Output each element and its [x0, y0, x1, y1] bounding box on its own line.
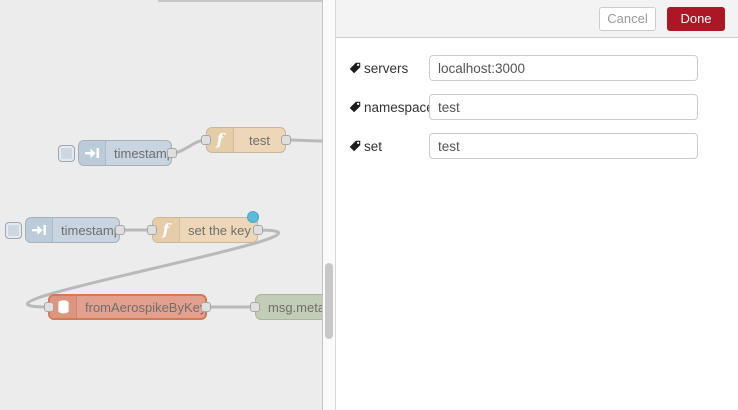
servers-input[interactable] — [429, 55, 698, 81]
wire[interactable] — [26, 228, 280, 309]
input-port[interactable] — [44, 302, 54, 312]
form-row-set: set — [348, 133, 698, 159]
node-inject-timestamp[interactable]: timestamp — [78, 140, 177, 166]
wire[interactable] — [285, 138, 322, 143]
inject-button[interactable] — [58, 145, 75, 162]
cancel-button[interactable]: Cancel — [599, 6, 656, 31]
output-port[interactable] — [253, 225, 263, 235]
node-function-test[interactable]: f test — [201, 127, 291, 153]
form-row-servers: servers — [348, 55, 698, 81]
output-port[interactable] — [281, 135, 291, 145]
node-debug-msg-meta[interactable]: msg.meta — [250, 294, 322, 320]
servers-label: servers — [348, 61, 429, 76]
inject-arrow-icon — [79, 141, 106, 165]
namespace-input[interactable] — [429, 94, 698, 120]
output-port[interactable] — [201, 302, 211, 312]
flow-workspace: timestamp f test timestamp f set the key… — [0, 0, 322, 410]
function-icon: f — [207, 128, 234, 152]
node-inject-timestamp-2[interactable]: timestamp — [25, 217, 125, 243]
field-label-text: namespace — [364, 99, 434, 115]
tag-icon — [349, 101, 361, 113]
node-label: msg.meta — [268, 299, 322, 315]
database-icon — [50, 296, 77, 318]
edit-node-tray: Cancel Done servers namespace set — [336, 0, 738, 410]
wires-layer — [26, 138, 322, 309]
input-port[interactable] — [147, 225, 157, 235]
inject-arrow-icon — [26, 218, 53, 242]
tag-icon — [349, 62, 361, 74]
node-changed-indicator — [247, 211, 259, 223]
node-function-set-the-key[interactable]: f set the key — [147, 211, 263, 243]
node-label: test — [249, 132, 270, 148]
scrollbar-thumb[interactable] — [325, 263, 333, 339]
output-port[interactable] — [167, 148, 177, 158]
node-from-aerospike-by-key[interactable]: fromAerospikeByKey — [44, 294, 211, 320]
node-label: timestamp — [114, 145, 174, 161]
node-label: fromAerospikeByKey — [85, 299, 207, 315]
output-port[interactable] — [115, 225, 125, 235]
node-label: set the key — [188, 222, 251, 238]
function-icon: f — [153, 218, 180, 242]
node-label: timestamp — [61, 222, 121, 238]
field-label-text: set — [364, 138, 383, 154]
workspace-top-edge — [158, 0, 322, 2]
tray-form: servers namespace set — [336, 38, 738, 159]
input-port[interactable] — [250, 302, 260, 312]
done-button[interactable]: Done — [667, 6, 725, 31]
input-port[interactable] — [201, 135, 211, 145]
inject-button[interactable] — [5, 222, 22, 239]
field-label-text: servers — [364, 60, 409, 76]
workspace-scrollbar[interactable] — [322, 0, 336, 410]
set-input[interactable] — [429, 133, 698, 159]
form-row-namespace: namespace — [348, 94, 698, 120]
namespace-label: namespace — [348, 100, 434, 115]
set-label: set — [348, 139, 429, 154]
tag-icon — [349, 140, 361, 152]
tray-header: Cancel Done — [336, 0, 738, 38]
